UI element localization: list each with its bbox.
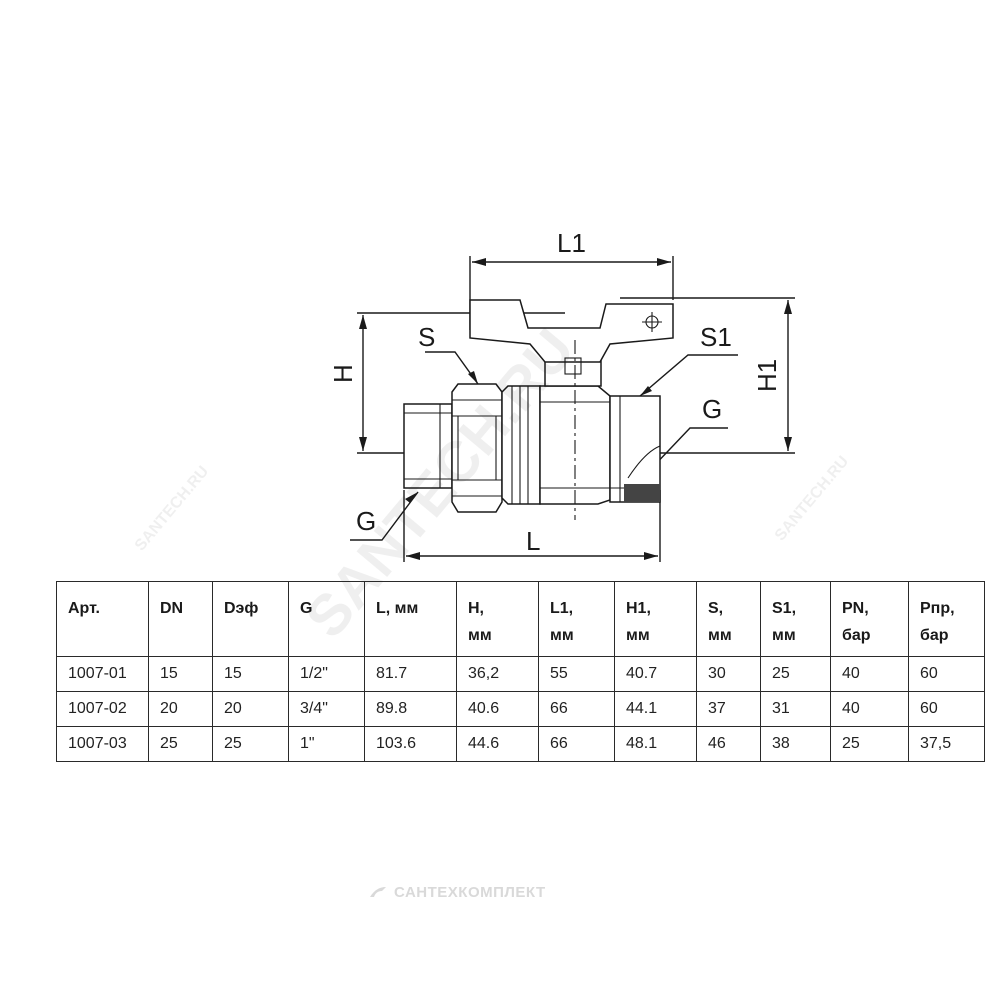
header-text: бар — [842, 627, 871, 644]
table-header-cell: L, мм — [364, 581, 457, 657]
table-cell: 103.6 — [364, 726, 457, 762]
table-cell: 60 — [908, 691, 985, 727]
table-cell: 15 — [212, 656, 289, 692]
table-cell: 66 — [538, 726, 615, 762]
table-header-cell: PN, бар — [830, 581, 909, 657]
header-text: Dэф — [224, 600, 259, 617]
brand-logo-icon — [370, 887, 386, 897]
header-text: DN — [160, 600, 184, 617]
table-cell: 40 — [830, 691, 909, 727]
table-header-cell: H, мм — [456, 581, 539, 657]
table-cell: 37,5 — [908, 726, 985, 762]
table-cell: 40 — [830, 656, 909, 692]
table-cell: 1007-03 — [56, 726, 149, 762]
table-cell: 44.1 — [614, 691, 697, 727]
header-text: H1, — [626, 600, 651, 617]
table-header-cell: S1, мм — [760, 581, 831, 657]
header-text: мм — [626, 627, 650, 644]
valve-drawing: L1 S S1 H H1 G G L — [328, 228, 795, 562]
table-header-cell: H1, мм — [614, 581, 697, 657]
label-g-right: G — [702, 394, 722, 424]
table-cell: 25 — [830, 726, 909, 762]
label-s: S — [418, 322, 435, 352]
table-cell: 1" — [288, 726, 365, 762]
table-cell: 46 — [696, 726, 761, 762]
table-cell: 40.7 — [614, 656, 697, 692]
brand-watermark: САНТЕХКОМПЛЕКТ — [368, 884, 546, 901]
table-cell: 3/4" — [288, 691, 365, 727]
table-header-cell: S, мм — [696, 581, 761, 657]
table-cell: 25 — [212, 726, 289, 762]
table-cell: 15 — [148, 656, 213, 692]
table-header-cell: G — [288, 581, 365, 657]
header-text: мм — [550, 627, 574, 644]
header-text: L, мм — [376, 600, 419, 617]
label-l1: L1 — [557, 228, 586, 258]
table-cell: 31 — [760, 691, 831, 727]
table-cell: 81.7 — [364, 656, 457, 692]
label-s1: S1 — [700, 322, 732, 352]
table-header-cell: L1, мм — [538, 581, 615, 657]
label-h: H — [328, 364, 358, 383]
label-l: L — [526, 526, 540, 556]
label-g-left: G — [356, 506, 376, 536]
header-text: G — [300, 600, 313, 617]
table-cell: 25 — [148, 726, 213, 762]
table-cell: 55 — [538, 656, 615, 692]
table-cell: 20 — [148, 691, 213, 727]
table-header-cell: DN — [148, 581, 213, 657]
header-text: бар — [920, 627, 949, 644]
table-cell: 36,2 — [456, 656, 539, 692]
table-cell: 30 — [696, 656, 761, 692]
table-cell: 25 — [760, 656, 831, 692]
header-text: мм — [468, 627, 492, 644]
table-cell: 60 — [908, 656, 985, 692]
table-header-cell: Арт. — [56, 581, 149, 657]
header-text: L1, — [550, 600, 574, 617]
brand-text: САНТЕХКОМПЛЕКТ — [394, 884, 546, 901]
header-text: мм — [708, 627, 732, 644]
table-cell: 37 — [696, 691, 761, 727]
header-text: S1, — [772, 600, 797, 617]
spec-table: Арт. DN Dэф G L, мм H, мм L1, мм H1, мм S, мм S1, мм PN… — [56, 581, 985, 762]
label-h1: H1 — [752, 359, 782, 392]
header-text: мм — [772, 627, 796, 644]
table-header-row: Арт. DN Dэф G L, мм H, мм L1, мм H1, мм S, мм S1, мм PN… — [56, 581, 985, 657]
table-cell: 44.6 — [456, 726, 539, 762]
header-text: H, — [468, 600, 484, 617]
table-cell: 48.1 — [614, 726, 697, 762]
header-text: PN, — [842, 600, 869, 617]
table-cell: 40.6 — [456, 691, 539, 727]
table-cell: 1007-02 — [56, 691, 149, 727]
table-cell: 38 — [760, 726, 831, 762]
table-cell: 89.8 — [364, 691, 457, 727]
header-text: Рпр, — [920, 600, 955, 617]
table-cell: 1007-01 — [56, 656, 149, 692]
header-text: Арт. — [68, 600, 100, 617]
table-cell: 66 — [538, 691, 615, 727]
table-header-cell: Рпр, бар — [908, 581, 985, 657]
table-cell: 1/2" — [288, 656, 365, 692]
table-header-cell: Dэф — [212, 581, 289, 657]
table-cell: 20 — [212, 691, 289, 727]
header-text: S, — [708, 600, 724, 617]
